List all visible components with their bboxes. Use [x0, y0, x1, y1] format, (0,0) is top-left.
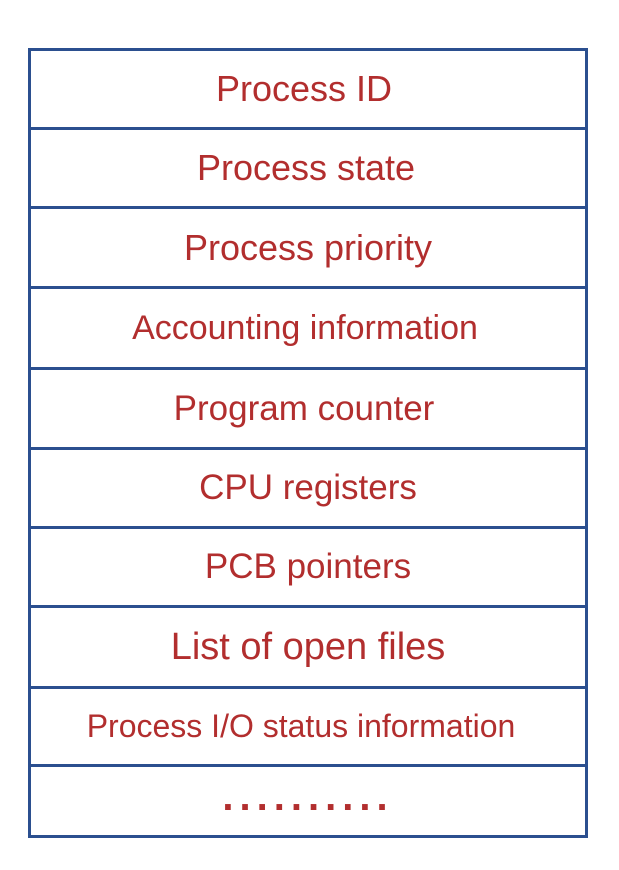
pcb-row-label: CPU registers	[199, 468, 417, 507]
pcb-row-list-of-open-files: List of open files	[31, 608, 585, 689]
pcb-row-label: Process priority	[183, 226, 433, 268]
pcb-row-label: PCB pointers	[204, 547, 412, 586]
pcb-row-process-state: Process state	[31, 130, 585, 209]
pcb-row-label: ..........	[222, 774, 394, 819]
pcb-row-ellipsis: ..........	[31, 767, 585, 835]
pcb-row-label: Process ID	[215, 68, 393, 109]
pcb-row-label: List of open files	[170, 625, 446, 668]
pcb-row-label: Process I/O status information	[86, 708, 516, 744]
pcb-row-accounting-information: Accounting information	[31, 289, 585, 370]
pcb-row-label: Process state	[196, 147, 416, 188]
pcb-row-process-priority: Process priority	[31, 209, 585, 289]
pcb-row-process-id: Process ID	[31, 51, 585, 130]
pcb-table: Process ID Process state Process priorit…	[28, 48, 588, 838]
pcb-row-process-io-status: Process I/O status information	[31, 689, 585, 767]
pcb-row-program-counter: Program counter	[31, 370, 585, 450]
pcb-row-label: Program counter	[173, 388, 435, 428]
pcb-row-cpu-registers: CPU registers	[31, 450, 585, 529]
pcb-row-pcb-pointers: PCB pointers	[31, 529, 585, 608]
pcb-row-label: Accounting information	[132, 308, 478, 347]
